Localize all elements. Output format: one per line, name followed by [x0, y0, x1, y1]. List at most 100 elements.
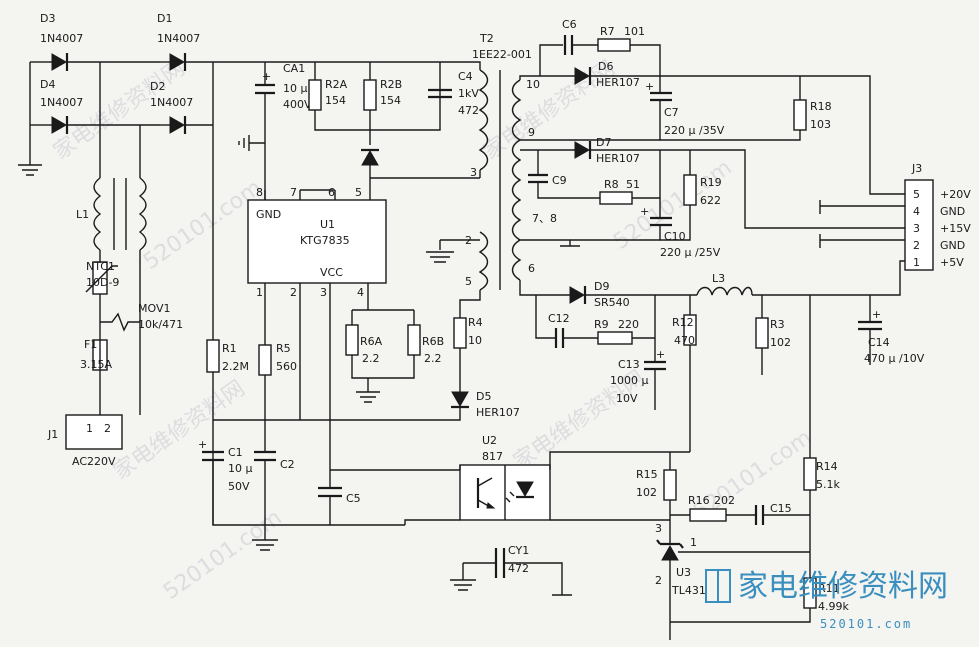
inductor-l3 [696, 286, 753, 296]
part-t2: 1EE22-001 [472, 48, 532, 61]
label-d1: D1 [157, 12, 172, 25]
pin-t2-78: 7、8 [532, 212, 557, 225]
resistor-r18 [793, 99, 807, 131]
value-r19: 622 [700, 194, 721, 207]
label-c15: C15 [770, 502, 792, 515]
pin-u1-2: 2 [290, 286, 297, 299]
pin-t2-10: 10 [526, 78, 540, 91]
resistor-r12 [683, 314, 697, 346]
watermark-text: 家电维修资料网 [49, 56, 190, 165]
j3-pin-number: 1 [913, 256, 920, 269]
value-d9: SR540 [594, 296, 630, 309]
value-cy1: 472 [508, 562, 529, 575]
value-r4: 10 [468, 334, 482, 347]
label-d3: D3 [40, 12, 55, 25]
label-c12: C12 [548, 312, 570, 325]
value-r2b: 154 [380, 94, 401, 107]
value-c14: 470 μ /10V [864, 352, 925, 365]
label-c13: C13 [618, 358, 640, 371]
label-d2: D2 [150, 80, 165, 93]
ground-symbol-icon [426, 251, 454, 263]
capacitor-cy1 [494, 548, 506, 578]
capacitor-c9 [528, 173, 548, 184]
j3-pin-label: +5V [940, 256, 964, 269]
value-r9: 220 [618, 318, 639, 331]
resistor-r5 [258, 344, 272, 376]
value-r15: 102 [636, 486, 657, 499]
resistor-r8 [599, 191, 633, 205]
value-r14: 5.1k [816, 478, 840, 491]
pin-j1-1: 1 [86, 422, 93, 435]
resistor-r14 [803, 457, 817, 491]
value-r8: 51 [626, 178, 640, 191]
svg-text:+: + [645, 80, 654, 93]
value-d3: 1N4007 [40, 32, 83, 45]
value-c10: 220 μ /25V [660, 246, 721, 259]
label-d7: D7 [596, 136, 611, 149]
logo-text: 家电维修资料网 [738, 569, 948, 604]
label-r16: R16 [688, 494, 710, 507]
diode-d4 [45, 116, 160, 134]
resistor-r3 [755, 317, 769, 349]
transformer-t2-primary [478, 69, 489, 171]
label-d9: D9 [594, 280, 609, 293]
value-ntc1: 10D-9 [86, 276, 119, 289]
label-r1: R1 [222, 342, 237, 355]
resistor-r19 [683, 174, 697, 206]
label-cy1: CY1 [508, 544, 529, 557]
transformer-t2-secondary [499, 70, 522, 290]
capacitor-c15 [754, 505, 765, 525]
connector-j3 [819, 179, 934, 271]
resistor-r1 [206, 339, 220, 373]
label-r14: R14 [816, 460, 838, 473]
resistor-r16 [689, 508, 727, 522]
value-d1: 1N4007 [157, 32, 200, 45]
label-c5: C5 [346, 492, 361, 505]
resistor-r6b [407, 324, 421, 356]
resistor-r15 [663, 469, 677, 501]
resistor-r7 [597, 38, 631, 52]
label-r11: R11 [818, 582, 840, 595]
ground-symbol-icon [252, 539, 278, 551]
part-u1: KTG7835 [300, 234, 350, 247]
svg-text:+: + [656, 348, 665, 361]
capacitor-c10: + [640, 205, 672, 227]
pin-u1-8: 8 [256, 186, 263, 199]
value-d2: 1N4007 [150, 96, 193, 109]
value-c13-cap: 1000 μ [610, 374, 649, 387]
j3-pin-number: 4 [913, 205, 920, 218]
value-r16: 202 [714, 494, 735, 507]
logo-url: 520101.com [820, 617, 912, 631]
capacitor-c7: + [645, 80, 672, 102]
label-u1: U1 [320, 218, 335, 231]
value-r5: 560 [276, 360, 297, 373]
resistor-r11 [803, 577, 817, 609]
value-r1: 2.2M [222, 360, 249, 373]
label-r2b: R2B [380, 78, 402, 91]
pin-t2-2: 2 [465, 234, 472, 247]
diode-d5 [451, 391, 469, 409]
svg-text:+: + [640, 205, 649, 218]
label-c14: C14 [868, 336, 890, 349]
j3-pin-label: +20V [940, 188, 971, 201]
pin-u1-6: 6 [328, 186, 335, 199]
value-d4: 1N4007 [40, 96, 83, 109]
label-r18: R18 [810, 100, 832, 113]
label-c7: C7 [664, 106, 679, 119]
label-ca1: CA1 [283, 62, 305, 75]
diode-d7 [574, 141, 592, 159]
pin-u1-5: 5 [355, 186, 362, 199]
value-r6b: 2.2 [424, 352, 442, 365]
j3-pin-label: GND [940, 239, 965, 252]
label-c9: C9 [552, 174, 567, 187]
diode-d1 [160, 53, 440, 71]
label-r9: R9 [594, 318, 609, 331]
label-r2a: R2A [325, 78, 348, 91]
j3-pin-label: +15V [940, 222, 971, 235]
label-ntc1: NTC1 [86, 260, 115, 273]
pin-t2-9: 9 [528, 126, 535, 139]
diode-d9 [569, 286, 587, 304]
transformer-t2-aux [478, 231, 489, 291]
label-c2: C2 [280, 458, 295, 471]
